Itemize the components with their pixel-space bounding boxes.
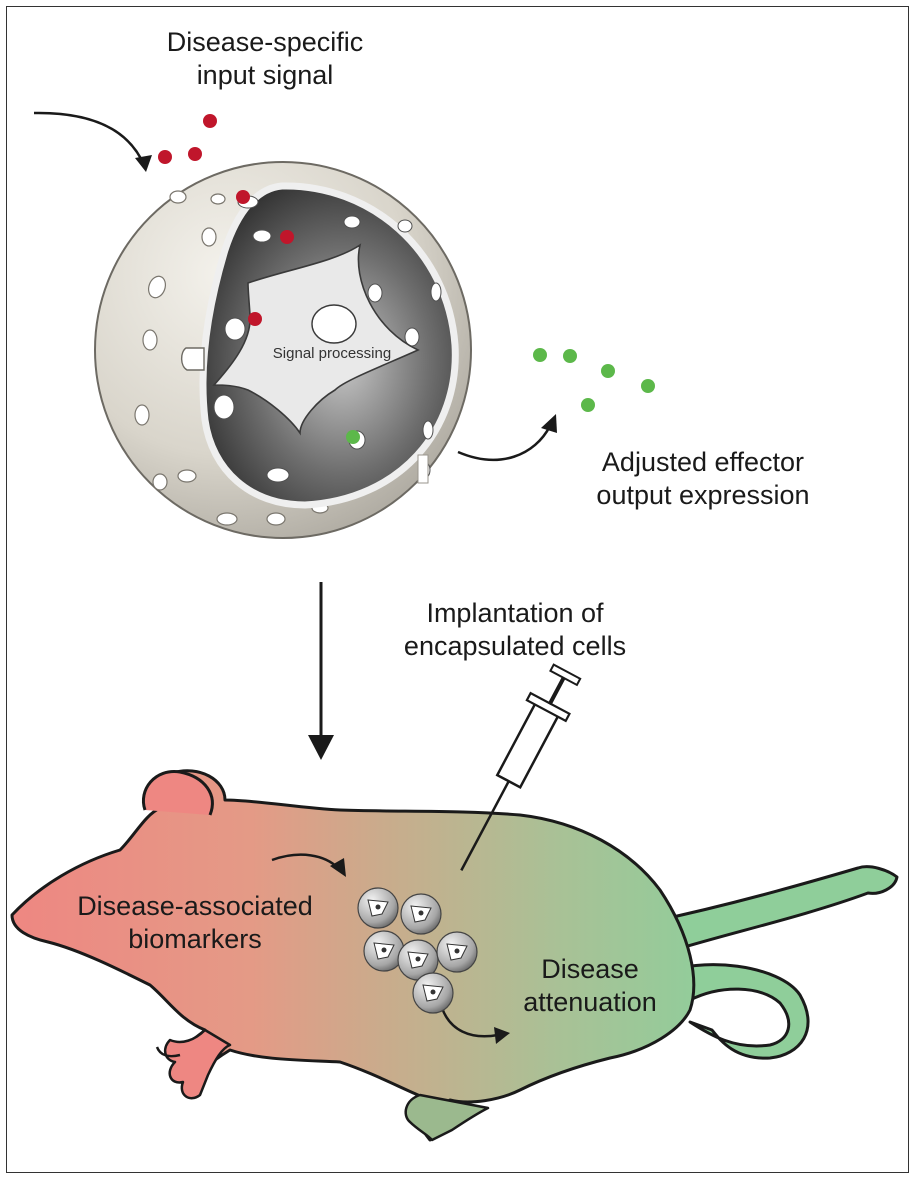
small-capsule-icon [412, 972, 454, 1014]
input-signal-line-2: input signal [196, 59, 334, 90]
syringe-icon [460, 663, 582, 871]
implant-arrowhead-icon [308, 735, 334, 760]
internal-input-molecules [236, 190, 294, 326]
output-arrow-icon [457, 425, 552, 461]
output-expression-line-1: Adjusted effector [601, 447, 805, 477]
input-molecules [158, 114, 217, 164]
attenuation-arrow-icon [440, 1007, 499, 1038]
mouse-icon [10, 769, 899, 1142]
capsule-icon [94, 161, 472, 539]
attenuation-line-1: Disease [541, 954, 639, 984]
biomarkers-line-1: Disease-associated [77, 891, 313, 921]
input-arrow-icon [33, 111, 146, 166]
cell-nucleus-icon [311, 304, 357, 344]
output-molecules [533, 348, 655, 412]
biomarkers-line-2: biomarkers [128, 923, 262, 954]
small-capsule-icon [436, 931, 478, 973]
input-signal-line-1: Disease-specific [166, 27, 364, 57]
implantation-line-2: encapsulated cells [403, 630, 627, 661]
output-expression-label: Adjusted effector output expression [548, 446, 858, 512]
input-signal-label: Disease-specific input signal [115, 26, 415, 92]
small-capsule-icon [357, 887, 399, 929]
attenuation-label: Disease attenuation [470, 953, 710, 1019]
signal-processing-label: Signal processing [272, 345, 392, 362]
output-expression-line-2: output expression [596, 479, 810, 510]
attenuation-line-2: attenuation [523, 986, 657, 1017]
biomarkers-label: Disease-associated biomarkers [30, 890, 360, 956]
small-capsule-icon [400, 893, 442, 935]
attenuation-arrowhead-icon [494, 1027, 510, 1044]
internal-output-molecule [346, 430, 360, 444]
capsule-cluster [357, 887, 478, 1014]
small-capsule-icon [363, 930, 405, 972]
input-arrowhead-icon [135, 155, 152, 172]
output-arrowhead-icon [541, 414, 557, 433]
implantation-label: Implantation of encapsulated cells [355, 597, 675, 663]
implantation-line-1: Implantation of [426, 598, 604, 628]
biomarker-arrowhead-icon [330, 858, 346, 877]
cell-icon [212, 243, 420, 436]
